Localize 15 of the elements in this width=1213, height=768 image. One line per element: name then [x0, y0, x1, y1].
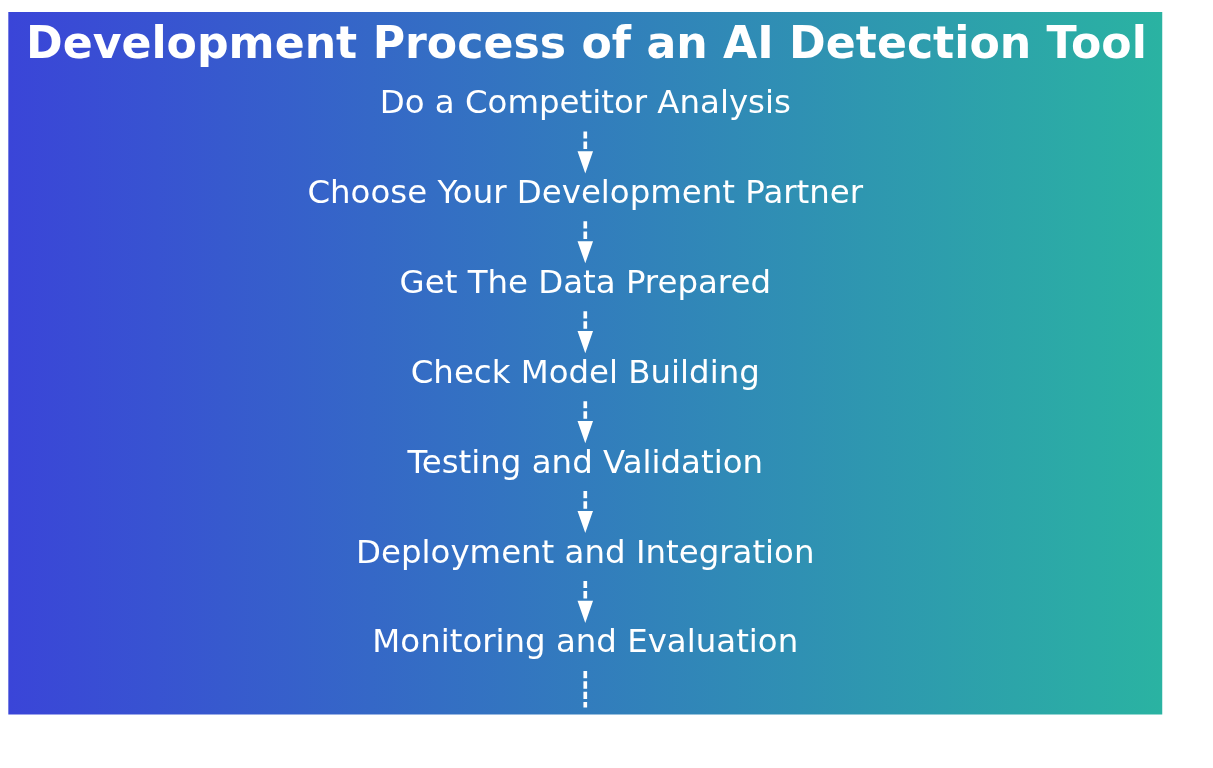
node-text: Check Model Building	[410, 352, 760, 391]
connector	[583, 670, 588, 707]
node-text: Monitoring and Evaluation	[372, 621, 799, 660]
node-text: Do a Competitor Analysis	[379, 82, 791, 121]
arrow	[577, 580, 594, 623]
arrow	[577, 490, 594, 533]
node-text: Testing and Validation	[407, 442, 764, 481]
node-text: Choose Your Development Partner	[307, 172, 864, 211]
diagram-title: Development Process of an AI Detection Tool	[26, 16, 1147, 68]
node-text: Get The Data Prepared	[399, 262, 771, 301]
arrow	[577, 400, 594, 443]
arrow	[577, 220, 594, 263]
arrow	[577, 310, 594, 353]
arrow	[577, 131, 594, 173]
node-text: Deployment and Integration	[356, 532, 815, 571]
